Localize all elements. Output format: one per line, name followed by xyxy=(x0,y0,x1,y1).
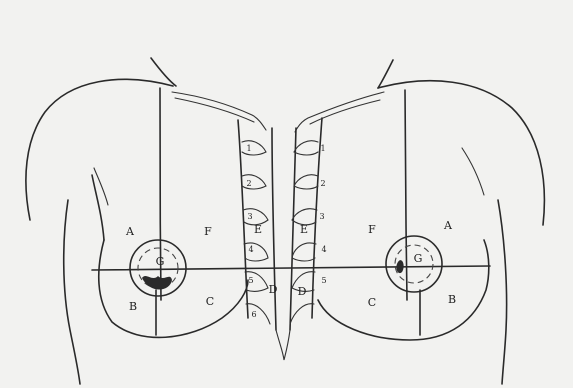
rib-number-right-3: 3 xyxy=(319,212,324,221)
zone-label-e-left: E xyxy=(254,223,262,236)
zone-label-c-right: C xyxy=(368,296,376,309)
rib-number-right-1: 1 xyxy=(320,144,325,153)
zone-label-a-left: A xyxy=(125,225,135,238)
rib-number-left-6: 6 xyxy=(251,310,256,319)
zone-label-b-right: B xyxy=(448,293,456,306)
zone-label-d-left: D xyxy=(269,283,278,296)
rib-number-right-4: 4 xyxy=(321,245,326,254)
rib-number-left-1: 1 xyxy=(246,144,251,153)
torso-outline xyxy=(26,58,545,384)
rib-number-left-4: 4 xyxy=(248,245,253,254)
rib-number-left-5: 5 xyxy=(248,276,253,285)
right-rib-numbers: 1 2 3 4 5 xyxy=(319,144,326,285)
zone-label-g-left: G xyxy=(156,255,165,268)
zone-label-g-right: G xyxy=(414,252,423,265)
zone-label-e-right: E xyxy=(300,223,308,236)
zone-label-c-left: C xyxy=(206,295,214,308)
sternum xyxy=(238,118,322,360)
zone-label-b-left: B xyxy=(129,300,137,313)
rib-number-left-3: 3 xyxy=(247,212,252,221)
rib-number-right-2: 2 xyxy=(320,179,325,188)
left-areola xyxy=(130,240,186,296)
zone-label-a-right: A xyxy=(443,219,453,232)
right-breast-labels: E F A G D C B xyxy=(298,219,456,309)
rib-number-left-2: 2 xyxy=(246,179,251,188)
zone-label-d-right: D xyxy=(298,285,307,298)
zone-label-f-right: F xyxy=(368,223,376,236)
rib-number-right-5: 5 xyxy=(321,276,326,285)
zone-label-f-left: F xyxy=(204,225,212,238)
